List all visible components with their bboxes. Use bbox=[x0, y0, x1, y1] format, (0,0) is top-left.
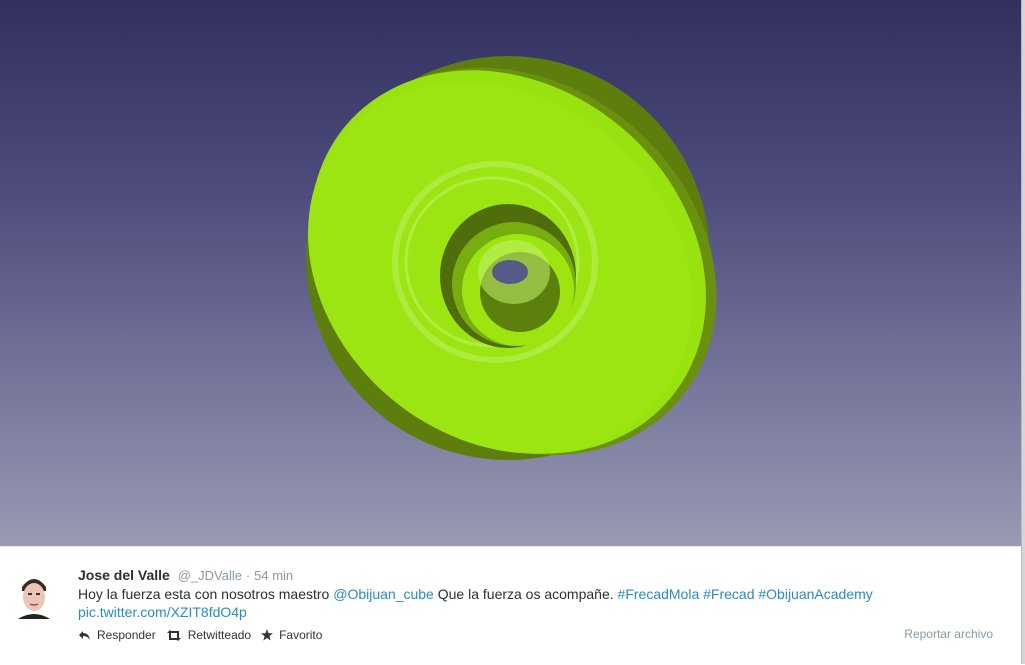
username[interactable]: @_JDValle bbox=[177, 568, 242, 583]
pic-link[interactable]: pic.twitter.com/XZIT8fdO4p bbox=[78, 604, 247, 620]
tweet-text-part1: Hoy la fuerza esta con nosotros maestro bbox=[78, 586, 334, 602]
tweet-header: Jose del Valle @_JDValle · 54 min bbox=[78, 567, 293, 583]
3d-model-render bbox=[306, 56, 717, 460]
scrollbar[interactable] bbox=[1021, 0, 1025, 664]
retweet-button[interactable]: Retwitteado bbox=[166, 628, 251, 642]
tweet-text-line2: pic.twitter.com/XZIT8fdO4p bbox=[78, 604, 247, 620]
favorite-button[interactable]: Favorito bbox=[261, 628, 322, 642]
retweet-icon bbox=[166, 629, 181, 641]
mention-link[interactable]: @Obijuan_cube bbox=[333, 586, 434, 602]
timestamp[interactable]: 54 min bbox=[254, 568, 294, 583]
tweet-card: Jose del Valle @_JDValle · 54 min Hoy la… bbox=[0, 546, 1021, 665]
tweet-actions: Responder Retwitteado Favorito bbox=[78, 628, 322, 642]
reply-icon bbox=[79, 630, 90, 640]
report-link[interactable]: Reportar archivo bbox=[904, 627, 993, 641]
favorite-label: Favorito bbox=[279, 628, 323, 642]
3d-viewport[interactable] bbox=[0, 0, 1021, 546]
retweet-label: Retwitteado bbox=[187, 628, 252, 642]
star-icon bbox=[261, 629, 274, 641]
center-hole bbox=[492, 260, 528, 284]
reply-label: Responder bbox=[97, 628, 156, 642]
tweet-text: Hoy la fuerza esta con nosotros maestro … bbox=[78, 586, 873, 602]
hashtag-link[interactable]: #ObijuanAcademy bbox=[758, 586, 873, 602]
hashtag-link[interactable]: #Frecad bbox=[703, 586, 755, 602]
reply-button[interactable]: Responder bbox=[78, 628, 156, 642]
hashtag-link[interactable]: #FrecadMola bbox=[617, 586, 700, 602]
separator: · bbox=[245, 568, 251, 583]
tweet-text-part2: Que la fuerza os acompañe. bbox=[433, 586, 618, 602]
fullname[interactable]: Jose del Valle bbox=[78, 567, 170, 583]
avatar[interactable] bbox=[14, 571, 54, 619]
inner-ring-outer bbox=[392, 161, 598, 363]
